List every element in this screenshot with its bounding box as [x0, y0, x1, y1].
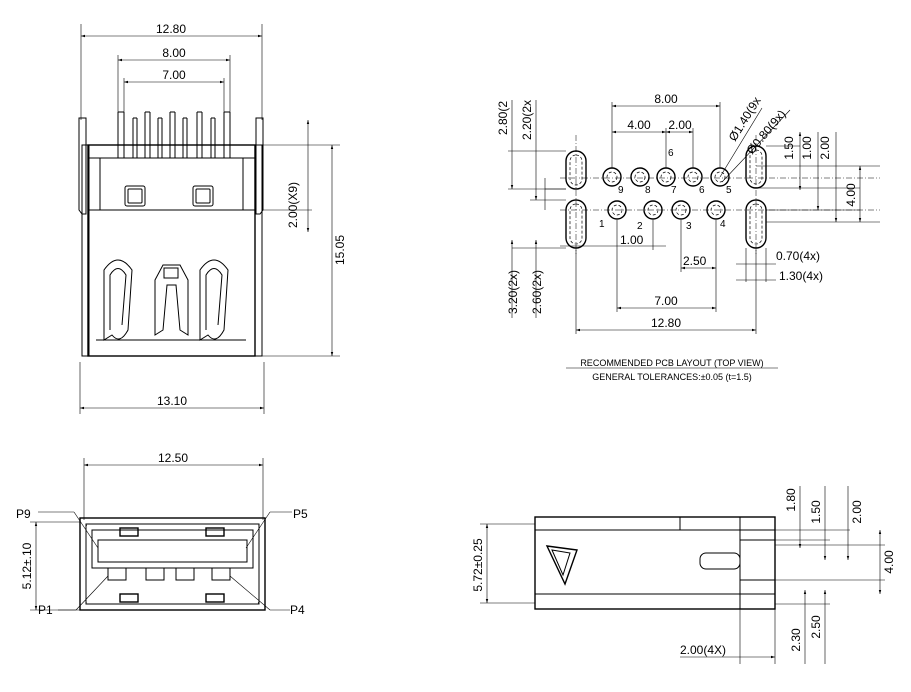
end-p9-label: P9 — [16, 507, 31, 521]
pcb-dim-200-label: 2.00 — [818, 136, 832, 160]
side-pitch-label: 2.00(4X) — [680, 643, 726, 657]
pcb-dim-400-label: 4.00 — [844, 183, 858, 207]
mounting-slots — [565, 145, 767, 249]
pcb-dim-100b-label: 1.00 — [620, 233, 644, 247]
pcb-dim-4-label: 4.00 — [627, 118, 651, 132]
front-width-top-label: 12.80 — [156, 22, 186, 36]
pcb-pin-6: 6 — [699, 185, 705, 196]
pcb-pin-9: 9 — [618, 185, 624, 196]
end-p5-label: P5 — [293, 507, 308, 521]
pcb-dim-1280-label: 12.80 — [651, 316, 681, 330]
pcb-dim-8-label: 8.00 — [654, 92, 678, 106]
side-dim-200-label: 2.00 — [850, 500, 864, 524]
side-dim-150-label: 1.50 — [809, 500, 823, 524]
end-height-label: 5.12±.10 — [20, 542, 34, 589]
pin-holes-bottom-row — [607, 200, 726, 220]
end-view: 12.50 5.12±.10 P9 P5 P1 P4 — [16, 451, 308, 617]
pcb-caption: RECOMMENDED PCB LAYOUT (TOP VIEW) — [580, 358, 763, 368]
front-pitch-label: 2.00(X9) — [286, 182, 300, 228]
pcb-dim-100-label: 1.00 — [800, 136, 814, 160]
pcb-pin-5: 5 — [726, 185, 732, 196]
side-view: 1.80 1.50 2.00 4.00 5.72±0.25 2.30 2.50 … — [471, 486, 896, 664]
end-width-label: 12.50 — [158, 451, 188, 465]
side-dim-400-label: 4.00 — [882, 550, 896, 574]
pcb-pin-1: 1 — [599, 219, 605, 230]
pcb-dim-280-label: 2.80(2 — [496, 101, 510, 135]
pcb-pin-2: 2 — [637, 221, 643, 232]
pcb-layout-view: 9 8 7 6 5 1 2 3 4 8.00 4.00 2.00 6 Ø1.40… — [496, 92, 880, 382]
pcb-dim-250-label: 2.50 — [683, 254, 707, 268]
side-dim-180-label: 1.80 — [784, 488, 798, 512]
front-pin-span-inner-label: 7.00 — [162, 68, 186, 82]
pin-holes-top-row — [602, 167, 730, 187]
front-height-label: 15.05 — [333, 235, 347, 265]
front-pin-span-outer-label: 8.00 — [162, 46, 186, 60]
pcb-dim-070-label: 0.70(4x) — [776, 249, 820, 263]
pcb-dim-700-label: 7.00 — [654, 294, 678, 308]
pcb-pin-7: 7 — [671, 185, 677, 196]
end-p4-label: P4 — [290, 603, 305, 617]
front-width-bottom-label: 13.10 — [157, 394, 187, 408]
pcb-dim-260-label: 2.60(2x) — [530, 270, 544, 314]
end-p1-label: P1 — [38, 603, 53, 617]
front-pins — [117, 111, 231, 158]
pcb-dim-2-label: 2.00 — [668, 118, 692, 132]
pcb-dim-130-label: 1.30(4x) — [779, 269, 823, 283]
pcb-dim-320-label: 3.20(2x) — [506, 270, 520, 314]
pcb-dim-150-label: 1.50 — [782, 136, 796, 160]
pcb-pin-4: 4 — [720, 219, 726, 230]
pcb-dim-220-label: 2.20(2x — [520, 100, 534, 140]
side-dim-230-label: 2.30 — [789, 628, 803, 652]
pcb-pin-3: 3 — [686, 221, 692, 232]
pcb-pin6-marker: 6 — [668, 148, 674, 159]
side-dim-250-label: 2.50 — [809, 615, 823, 639]
side-height-label: 5.72±0.25 — [471, 538, 485, 592]
pcb-pin-8: 8 — [645, 185, 651, 196]
pcb-tolerance-note: GENERAL TOLERANCES:±0.05 (t=1.5) — [592, 372, 752, 382]
front-view: 12.80 8.00 7.00 — [78, 22, 347, 414]
